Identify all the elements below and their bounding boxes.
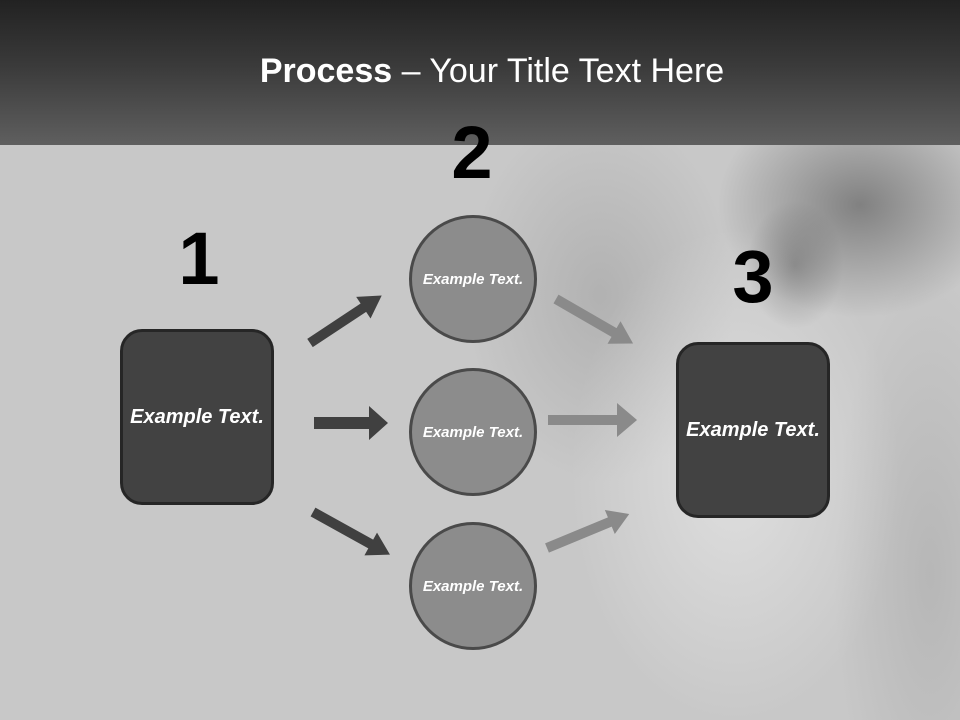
- circle-top-text: Example Text.: [422, 270, 524, 288]
- step-3-box: Example Text.: [676, 342, 830, 518]
- light-arrow-down-right-icon: [553, 294, 634, 344]
- step-3-number: 3: [732, 235, 774, 318]
- light-arrow-right-icon: [548, 403, 637, 437]
- dark-arrow-down-right-icon: [310, 507, 390, 556]
- step-1-text: Example Text.: [130, 405, 264, 428]
- step-2-circle-middle: Example Text.: [409, 368, 537, 496]
- circle-middle-text: Example Text.: [422, 423, 524, 441]
- slide-title: Process – Your Title Text Here: [0, 52, 960, 91]
- dark-arrow-up-right-icon: [307, 295, 382, 348]
- dark-arrow-right-icon: [314, 406, 388, 440]
- step-1-box: Example Text.: [120, 329, 274, 505]
- step-2-circle-top: Example Text.: [409, 215, 537, 343]
- title-bar: [0, 0, 960, 145]
- step-2-number: 2: [451, 111, 493, 194]
- title-bold: Process: [259, 52, 393, 90]
- step-2-circle-bottom: Example Text.: [409, 522, 537, 650]
- title-rest: – Your Title Text Here: [392, 52, 725, 90]
- light-arrow-up-right-icon: [545, 509, 630, 553]
- circle-bottom-text: Example Text.: [422, 577, 524, 595]
- step-1-number: 1: [178, 217, 220, 300]
- step-3-text: Example Text.: [686, 418, 820, 441]
